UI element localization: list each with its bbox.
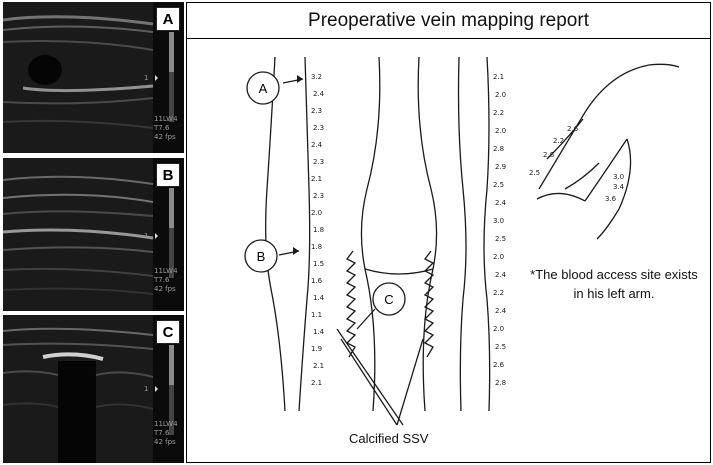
arm-value-0: 2.6	[567, 125, 579, 133]
fps-label-c: 42 fps	[154, 438, 176, 446]
center-leg-outline-2	[417, 56, 438, 412]
right-leg-value-11: 2.4	[495, 271, 507, 279]
arm-outline-2	[648, 63, 680, 68]
right-leg-value-3: 2.0	[495, 127, 506, 135]
left-leg-value-3: 2.3	[313, 124, 324, 132]
left-leg-value-7: 2.3	[313, 192, 324, 200]
calcified-zigzag-left	[345, 250, 357, 358]
vein-map-drawing: A B C 3.2 2.4 2.3 2.3 2.4 2.3 2.1 2.3 2.0 1.8 1.8 1…	[244, 56, 680, 426]
left-leg-value-2: 2.3	[311, 107, 322, 115]
panel-label-a: A	[156, 7, 180, 31]
callout-b-circle	[244, 239, 278, 273]
left-leg-value-9: 1.8	[313, 226, 324, 234]
callout-c-circle	[372, 282, 406, 316]
ultrasound-panel-b: B 1 11LW4 T7.6 42 fps	[3, 158, 184, 311]
left-leg-value-0: 3.2	[311, 73, 322, 81]
ultrasound-image-c	[3, 315, 174, 463]
left-leg-value-13: 1.4	[313, 294, 325, 302]
report-title: Preoperative vein mapping report	[187, 3, 710, 39]
panel-label-b: B	[156, 163, 180, 187]
callout-c-pointer	[356, 308, 376, 330]
right-leg-value-16: 2.6	[493, 361, 505, 369]
fps-label-a: 42 fps	[154, 133, 176, 141]
depth-label-b: T7.6	[154, 276, 170, 284]
callout-c-label: C	[384, 292, 393, 307]
right-leg-value-0: 2.1	[493, 73, 504, 81]
right-leg-value-6: 2.5	[493, 181, 504, 189]
calcified-ssv-caption: Calcified SSV	[349, 431, 429, 446]
arm-inner	[536, 192, 586, 202]
arm-value-6: 3.6	[605, 195, 617, 203]
vein-mapping-report: Preoperative vein mapping report	[186, 2, 711, 463]
scale-mark-c: 1	[144, 385, 149, 393]
left-leg-value-6: 2.1	[311, 175, 322, 183]
depth-label-c: T7.6	[154, 429, 170, 437]
left-leg-value-5: 2.3	[313, 158, 324, 166]
probe-label-a: 11LW4	[154, 115, 178, 123]
left-leg-value-4: 2.4	[311, 141, 323, 149]
arm-value-2: 2.6	[543, 151, 555, 159]
left-leg-value-16: 1.9	[311, 345, 322, 353]
depth-label-a: T7.6	[154, 124, 170, 132]
left-leg-value-18: 2.1	[311, 379, 322, 387]
right-leg-value-7: 2.4	[495, 199, 507, 207]
right-leg-outline	[457, 56, 467, 412]
callout-a-circle	[246, 71, 280, 105]
ultrasound-panel-a: A 1 11LW4 T7.6 42 fps	[3, 2, 184, 153]
probe-label-b: 11LW4	[154, 267, 178, 275]
ultrasound-image-b	[3, 158, 174, 311]
blood-access-note: *The blood access site exists in his lef…	[530, 267, 698, 301]
center-knee-line	[364, 268, 434, 275]
left-leg-value-11: 1.5	[313, 260, 324, 268]
right-leg-value-2: 2.2	[493, 109, 504, 117]
arm-value-5: 3.4	[613, 183, 625, 191]
callout-b-label: B	[257, 249, 266, 264]
arm-vein	[546, 118, 584, 160]
left-leg-outline-inner	[298, 56, 311, 412]
left-leg-values: 3.2 2.4 2.3 2.3 2.4 2.3 2.1 2.3 2.0 1.8 1.8 1.5 1.6 1…	[311, 73, 325, 387]
left-leg-value-15: 1.4	[313, 328, 325, 336]
left-leg-value-10: 1.8	[311, 243, 322, 251]
calcified-zigzag-right	[423, 250, 435, 358]
right-leg-value-4: 2.8	[493, 145, 504, 153]
right-leg-value-14: 2.0	[493, 325, 504, 333]
callout-a-label: A	[259, 81, 268, 96]
fps-label-b: 42 fps	[154, 285, 176, 293]
caption-pointer-left	[340, 338, 398, 426]
scale-mark-b: 1	[144, 232, 149, 240]
right-leg-value-1: 2.0	[495, 91, 506, 99]
caption-pointer-mid	[336, 328, 404, 426]
right-leg-outline-2	[483, 56, 491, 412]
right-leg-value-5: 2.9	[495, 163, 506, 171]
left-leg-value-8: 2.0	[311, 209, 322, 217]
right-leg-value-8: 3.0	[493, 217, 504, 225]
arm-value-1: 2.2	[553, 137, 564, 145]
left-leg-value-12: 1.6	[311, 277, 323, 285]
arm-value-3: 2.5	[529, 169, 540, 177]
probe-label-c: 11LW4	[154, 420, 178, 428]
arm-outline	[538, 64, 650, 190]
ultrasound-panel-c: C 1 11LW4 T7.6 42 fps	[3, 315, 184, 463]
right-leg-value-9: 2.5	[495, 235, 506, 243]
left-leg-value-1: 2.4	[313, 90, 325, 98]
left-leg-value-14: 1.1	[311, 311, 322, 319]
arm-value-4: 3.0	[613, 173, 624, 181]
ultrasound-image-a	[3, 2, 174, 153]
right-leg-value-12: 2.2	[493, 289, 504, 297]
scale-mark-a: 1	[144, 74, 149, 82]
right-leg-value-10: 2.0	[493, 253, 504, 261]
caption-pointer-right	[396, 338, 424, 426]
panel-label-c: C	[156, 320, 180, 344]
center-leg-outline	[360, 56, 381, 412]
left-leg-value-17: 2.1	[313, 362, 324, 370]
right-leg-value-13: 2.4	[495, 307, 507, 315]
right-leg-value-15: 2.5	[495, 343, 506, 351]
arm-forearm	[584, 138, 632, 240]
left-leg-outline	[265, 56, 286, 412]
right-leg-values: 2.1 2.0 2.2 2.0 2.8 2.9 2.5 2.4 3.0 2.5 2.0 2.4 2.2 2…	[493, 73, 507, 387]
right-leg-value-17: 2.8	[495, 379, 506, 387]
arm-vein-2	[564, 162, 600, 190]
